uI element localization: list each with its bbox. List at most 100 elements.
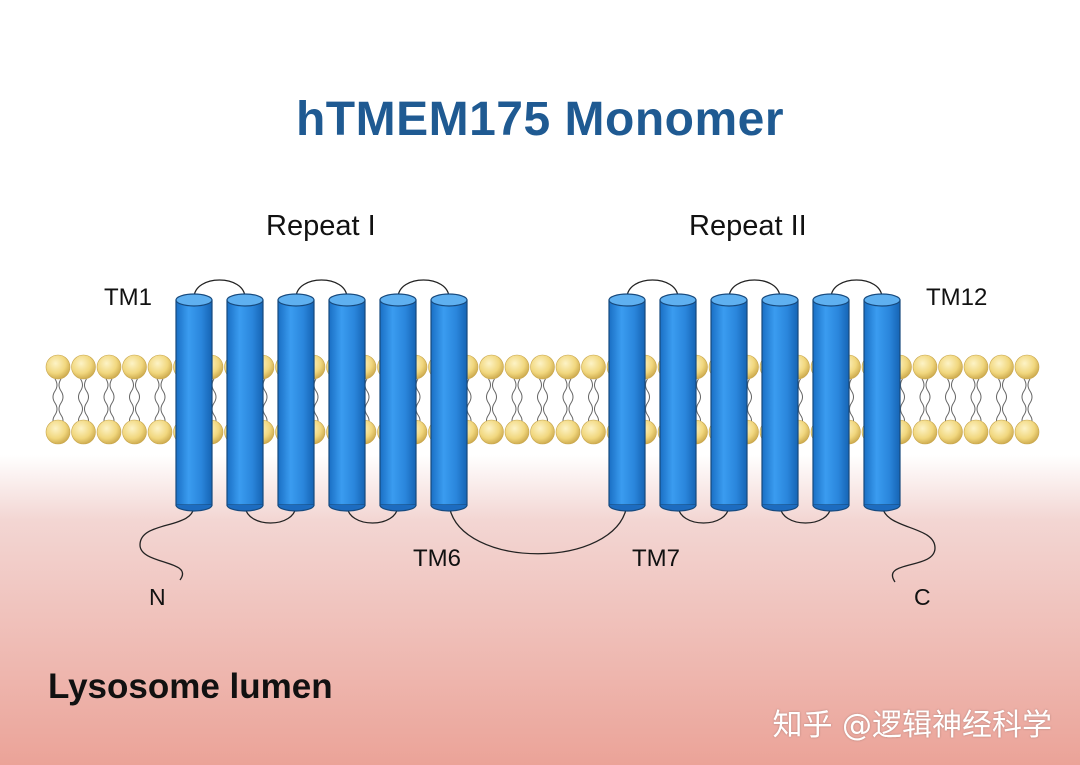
helix-top-cap [812,293,850,307]
lipid-head [912,354,938,380]
n-terminus-label: N [149,584,166,610]
helix-tm6 [430,293,468,512]
helix-tm7 [608,293,646,512]
lipid-tails [154,378,166,425]
helix-top-cap [659,293,697,307]
helix-body [379,299,417,506]
helix-tm11 [812,293,850,512]
lipid-tails [52,378,64,425]
repeat-i-label: Repeat I [266,210,376,242]
lipid-head [989,354,1014,380]
helix-bottom-cap [812,504,850,512]
helix-tm8 [659,293,697,512]
lipid-head [147,354,173,380]
cytosolic-loop [193,279,246,299]
helix-top-cap [328,293,366,307]
lipid-head [504,419,530,445]
helix-body [608,299,646,506]
lipid-tails [103,378,115,425]
helix-bottom-cap [659,504,697,512]
tm1-label: TM1 [104,284,152,311]
lipid-head [479,419,504,445]
lipid-head [45,354,71,380]
helix-top-cap [608,293,646,307]
helix-top-cap [710,293,748,307]
repeat-ii-label: Repeat II [689,210,807,242]
helix-tm12 [863,293,901,512]
cytosolic-loop [830,279,883,299]
lipid-head [71,419,96,445]
lipid-head [555,419,581,445]
lipid-head [530,354,555,380]
helix-body [430,299,468,506]
tm12-label: TM12 [926,284,988,311]
diagram-title: hTMEM175 Monomer [295,93,785,146]
helix-bottom-cap [277,504,315,512]
helix-top-cap [277,293,315,307]
helix-top-cap [226,293,264,307]
helix-body [277,299,315,506]
lipid-tails [562,378,574,425]
lipid-head [504,354,530,380]
helix-top-cap [379,293,417,307]
lipid-tails [996,378,1007,425]
helix-body [761,299,799,506]
cytosolic-loop [728,279,781,299]
helix-top-cap [430,293,468,307]
cytosolic-loop [626,279,679,299]
helix-tm9 [710,293,748,512]
lipid-head [71,354,96,380]
helix-bottom-cap [863,504,901,512]
lipid-head [938,419,963,445]
lipid-tails [129,378,140,425]
n-terminal-tail [139,504,195,581]
lipid-tails [486,378,497,425]
lipid-head [96,419,122,445]
helix-bottom-cap [328,504,366,512]
lipid-head [555,354,581,380]
lipid-head [122,354,147,380]
lipid-head [963,419,989,445]
helix-body [812,299,850,506]
helix-tm10 [761,293,799,512]
lipid-tails [970,378,982,425]
helix-tm1 [175,293,213,512]
helix-bottom-cap [175,504,213,512]
lipid-head [96,354,122,380]
transmembrane-helices [175,293,901,512]
tm7-label: TM7 [632,545,680,572]
lipid-head [147,419,173,445]
watermark: 知乎 @逻辑神经科学 [772,708,1052,743]
lipid-head [912,419,938,445]
lipid-tails [537,378,548,425]
lipid-head [963,354,989,380]
helix-tm5 [379,293,417,512]
lipid-tails [1021,378,1033,425]
lipid-head [530,419,555,445]
helix-tm2 [226,293,264,512]
helix-bottom-cap [379,504,417,512]
lipid-tails [919,378,931,425]
lipid-head [479,354,504,380]
helix-bottom-cap [608,504,646,512]
helix-body [710,299,748,506]
helix-body [863,299,901,506]
lipid-head [989,419,1014,445]
helix-tm3 [277,293,315,512]
c-terminal-tail [881,504,936,583]
lysosome-lumen-label: Lysosome lumen [48,667,333,706]
lipid-head [45,419,71,445]
helix-body [328,299,366,506]
helix-bottom-cap [761,504,799,512]
helix-tm4 [328,293,366,512]
helix-bottom-cap [710,504,748,512]
lipid-tails [945,378,956,425]
helix-top-cap [175,293,213,307]
helix-body [226,299,264,506]
lipid-head [122,419,147,445]
lipid-tails [511,378,523,425]
helix-top-cap [761,293,799,307]
lipid-head [1014,419,1040,445]
lipid-head [938,354,963,380]
